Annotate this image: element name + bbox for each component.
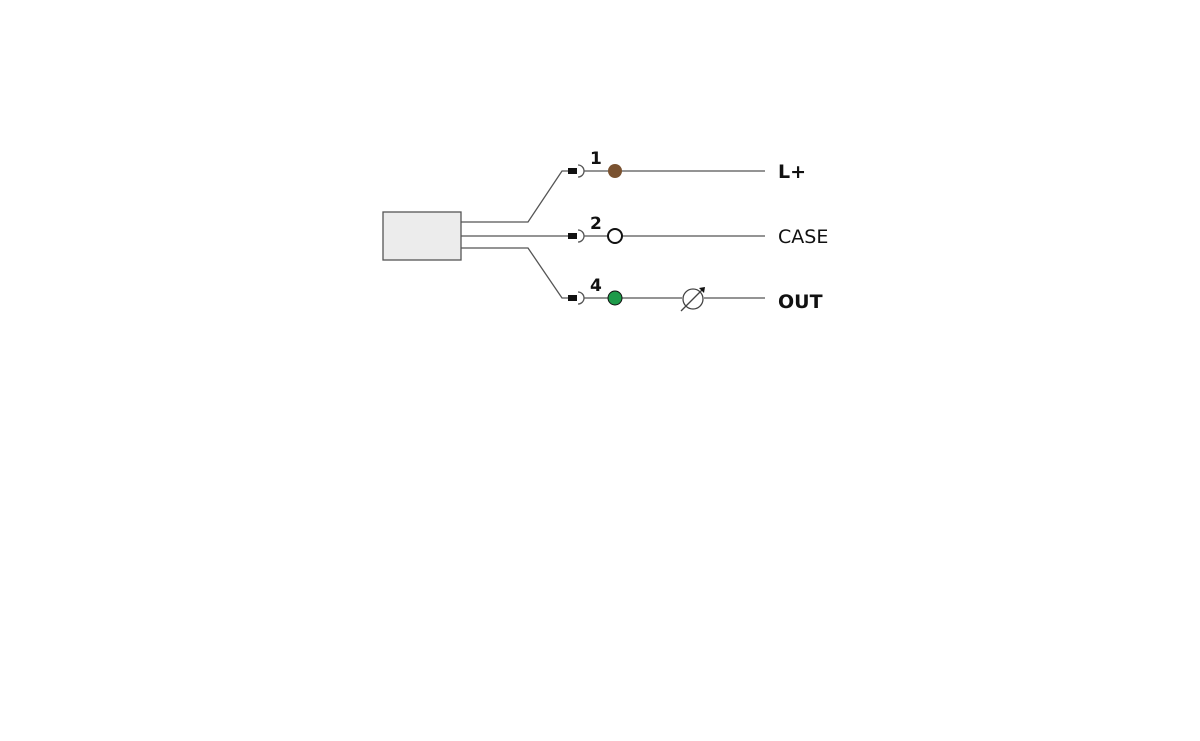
connector-socket-icon: [577, 164, 585, 178]
pin-number: 1: [590, 149, 602, 169]
pin-dot: [607, 228, 623, 244]
pin-dot: [608, 164, 622, 178]
sensor-device: [382, 211, 462, 261]
connector-icon: [568, 233, 577, 239]
pin-row-2: 2 CASE: [568, 214, 828, 248]
pin-label: OUT: [778, 291, 823, 313]
pin-number: 4: [590, 276, 602, 296]
wire-3: [461, 247, 570, 299]
wire-1: [461, 170, 570, 223]
variable-resistor-icon: [680, 287, 705, 312]
pin-number: 2: [590, 214, 602, 234]
connector-icon: [568, 295, 577, 301]
connector-socket-icon: [577, 291, 585, 305]
pin-label: L+: [778, 161, 806, 183]
pin-row-1: 1 L+: [568, 149, 806, 183]
pin-dot: [607, 290, 623, 306]
connector-socket-icon: [577, 229, 585, 243]
pin-label: CASE: [778, 226, 828, 248]
connector-icon: [568, 168, 577, 174]
pin-row-4: 4 OUT: [568, 276, 823, 313]
